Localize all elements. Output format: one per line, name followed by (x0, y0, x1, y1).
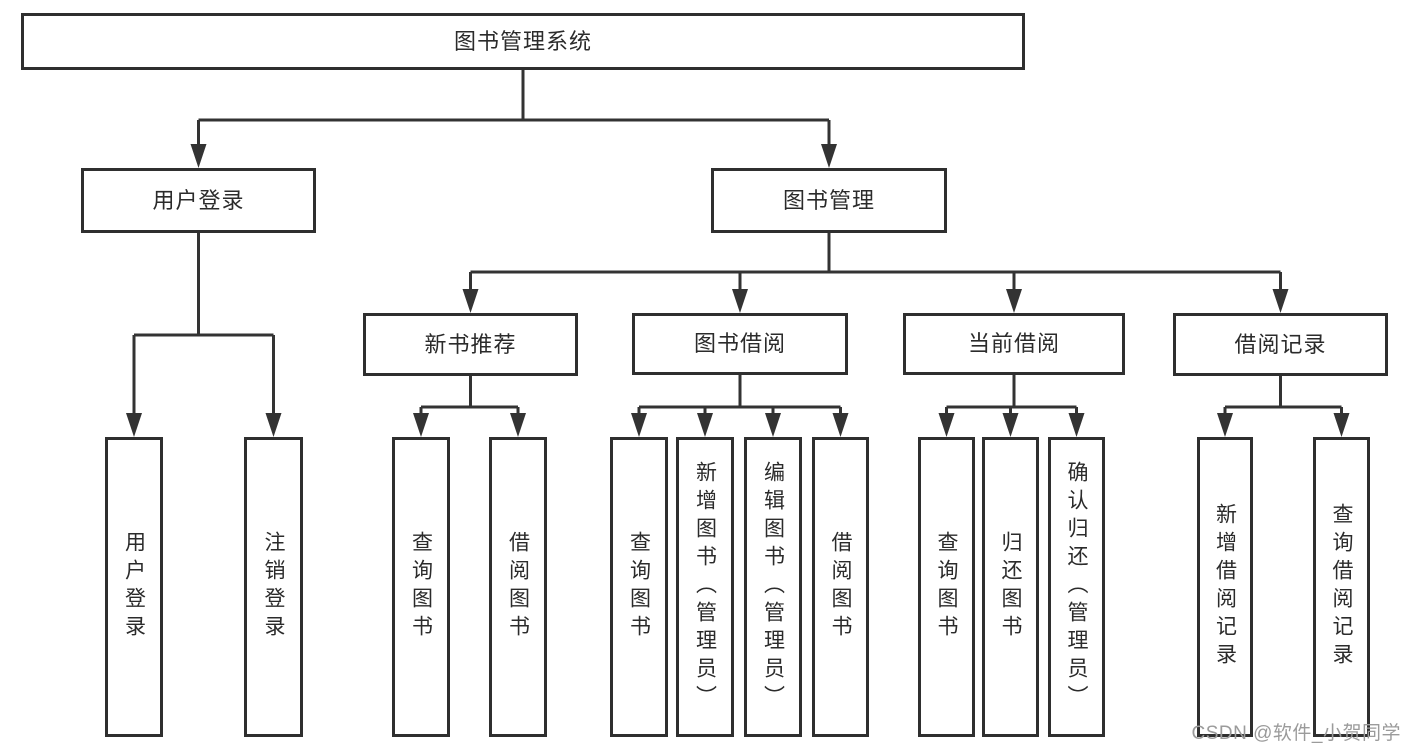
leaf-borrow-books: 借阅图书 (812, 437, 869, 737)
leaf-query-books-current: 查询图书 (918, 437, 975, 737)
csdn-watermark: CSDN @软件_小贺同学 (1191, 723, 1401, 744)
node-current-borrowing: 当前借阅 (903, 313, 1125, 375)
arrowheads (126, 144, 1350, 437)
leaf-query-borrow-record: 查询借阅记录 (1313, 437, 1370, 737)
node-borrowing-records: 借阅记录 (1173, 313, 1388, 376)
leaf-query-books-recommendation: 查询图书 (392, 437, 450, 737)
leaf-logout: 注销登录 (244, 437, 303, 737)
leaf-add-borrow-record: 新增借阅记录 (1197, 437, 1253, 737)
leaf-user-login: 用户登录 (105, 437, 163, 737)
leaf-query-books-borrowing: 查询图书 (610, 437, 668, 737)
leaf-borrow-books-recommendation: 借阅图书 (489, 437, 547, 737)
node-library-management-system: 图书管理系统 (21, 13, 1025, 70)
leaf-confirm-return-admin: 确认归还（管理员） (1048, 437, 1105, 737)
leaf-add-books-admin: 新增图书（管理员） (676, 437, 734, 737)
leaf-edit-books-admin: 编辑图书（管理员） (744, 437, 802, 737)
node-new-book-recommendation: 新书推荐 (363, 313, 578, 376)
node-book-management-branch: 图书管理 (711, 168, 947, 233)
node-user-login-branch: 用户登录 (81, 168, 316, 233)
node-book-borrowing: 图书借阅 (632, 313, 848, 375)
leaf-return-books: 归还图书 (982, 437, 1039, 737)
